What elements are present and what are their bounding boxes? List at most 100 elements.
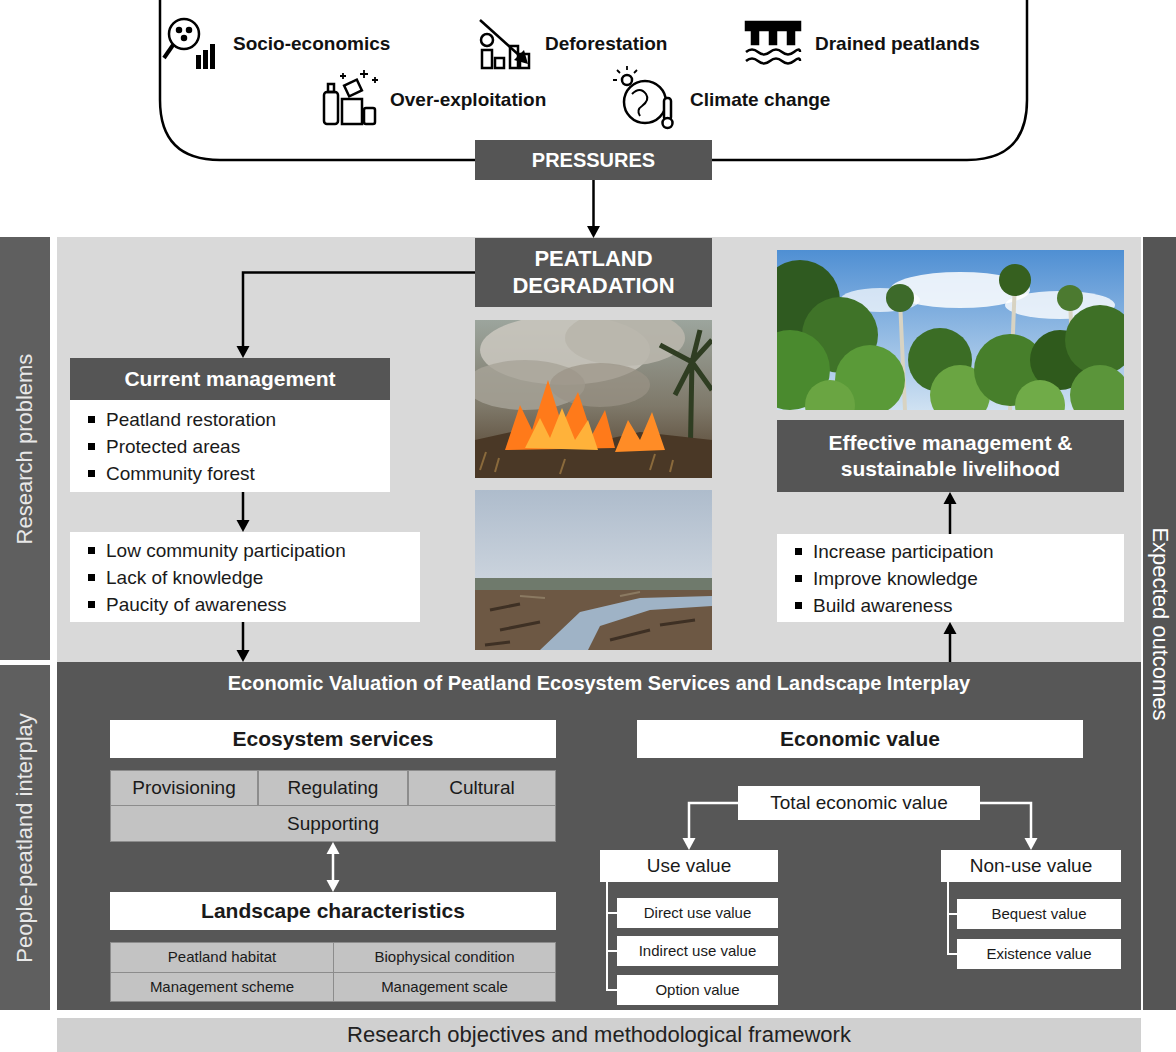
box-text: Option value: [655, 981, 739, 999]
forest-photo: [777, 250, 1124, 410]
pressure-icons-part: [196, 55, 201, 69]
connector: [980, 803, 1038, 850]
forest-photo-part: [1070, 365, 1124, 410]
connector-line: [948, 882, 957, 914]
header-text: Current management: [124, 367, 335, 391]
box-header: Current management: [70, 358, 390, 400]
arrow-head: [237, 520, 250, 532]
fire-photo-part: [565, 320, 685, 366]
landscape-cell: Biophysical condition: [333, 942, 556, 973]
forest-photo-part: [1057, 285, 1083, 311]
side-title: People-peatland interplay: [12, 713, 38, 963]
connector: [237, 492, 250, 532]
side-title: Research problems: [12, 353, 38, 544]
connector: [607, 882, 617, 913]
value-box: Total economic value: [738, 786, 980, 820]
fire-photo: [475, 320, 712, 478]
arrow-head: [587, 226, 600, 238]
connector-line: [607, 882, 617, 990]
bullet-item: Build awareness: [783, 592, 1118, 619]
box-text: Ecosystem services: [233, 726, 434, 752]
value-leaf: Direct use value: [617, 898, 778, 928]
box-text: Bequest value: [991, 905, 1086, 923]
pressure-icons-part: [324, 92, 338, 124]
box-text: Regulating: [288, 776, 379, 799]
outcome-box: Effective management & sustainable livel…: [777, 420, 1124, 492]
box-text: Provisioning: [132, 776, 236, 799]
connector-line: [980, 803, 1031, 842]
service-cell: Provisioning: [110, 770, 258, 806]
connector-line: [949, 500, 952, 534]
box-text: Biophysical condition: [374, 948, 514, 966]
pressure-icons-part: [182, 36, 186, 40]
landscape-cell: Management scale: [333, 972, 556, 1002]
valuation-panel: Economic Valuation of Peatland Ecosystem…: [57, 662, 1141, 1010]
bracket-line: [160, 0, 1027, 160]
forest-photo-part: [805, 380, 855, 410]
action-list: Increase participationImprove knowledgeB…: [777, 534, 1124, 622]
pressure-icons-part: [342, 99, 362, 124]
box-text: Indirect use value: [639, 942, 757, 960]
fire-photo-part: [505, 380, 615, 450]
bullet-item: Lack of knowledge: [76, 564, 414, 591]
fire-photo-part: [615, 412, 665, 452]
box-text: Management scale: [381, 978, 508, 996]
forest-photo-part: [1065, 305, 1124, 375]
connector-line: [592, 180, 595, 230]
pressure-icons-part: [364, 108, 375, 124]
connector: [948, 882, 957, 914]
side-band: Expected outcomes: [1143, 237, 1176, 1010]
pressure-box: PRESSURES: [475, 140, 712, 180]
connector: [944, 492, 957, 534]
pressure-icons-part: [510, 46, 518, 68]
box-text: Use value: [647, 854, 732, 877]
value-leaf: Indirect use value: [617, 936, 778, 966]
drained-peat-photo-part: [475, 578, 712, 592]
box-text: Existence value: [986, 945, 1091, 963]
connector-line: [607, 882, 617, 951]
section-header: Economic value: [637, 720, 1083, 758]
pressure-icons-part: [746, 59, 800, 64]
box-text: Economic value: [780, 726, 940, 752]
connector-line: [243, 273, 475, 351]
connector-line: [242, 492, 245, 524]
degradation-box: PEATLAND DEGRADATION: [475, 238, 712, 307]
service-cell: Regulating: [258, 770, 408, 806]
drained-peat-photo-part: [540, 596, 712, 650]
pressure-icons-part: [203, 50, 208, 69]
value-box: Use value: [600, 850, 778, 882]
pressure-icons-part: [663, 118, 673, 128]
connector: [683, 803, 739, 850]
connector: [944, 622, 957, 662]
pressure-icons-part: [210, 44, 215, 69]
connector: [327, 842, 340, 892]
bullet-item: Paucity of awareness: [76, 591, 414, 618]
fire-photo-part: [525, 408, 598, 450]
pressure-icons-part: [632, 90, 647, 116]
value-leaf: Option value: [617, 975, 778, 1005]
box-text: Effective management & sustainable livel…: [785, 430, 1116, 481]
pressure-label: Climate change: [690, 89, 830, 111]
box-text: Research objectives and methodological f…: [347, 1022, 851, 1049]
bullet-item: Community forest: [76, 460, 384, 487]
arrow-head: [944, 492, 957, 504]
pressure-icons-part: [788, 30, 794, 44]
arrow-head: [327, 842, 340, 854]
forest-photo-part: [1015, 380, 1065, 410]
pressure-icons-part: [328, 84, 334, 92]
landscape-cell: Peatland habitat: [110, 942, 334, 973]
connector-line: [607, 882, 617, 913]
section-header: Landscape characteristics: [110, 892, 556, 930]
connector: [587, 180, 600, 238]
pressure-icons-part: [169, 19, 199, 49]
box-body: Peatland restorationProtected areasCommu…: [70, 400, 390, 492]
bullet-item: Increase participation: [783, 538, 1118, 565]
pressure-icons-part: [613, 66, 637, 80]
side-band: Research problems: [0, 237, 50, 660]
bullet-item: Improve knowledge: [783, 565, 1118, 592]
box-text: Non-use value: [970, 854, 1093, 877]
arrow-head: [237, 346, 250, 358]
pressure-icons-part: [164, 45, 173, 58]
side-band: People-peatland interplay: [0, 665, 50, 1010]
